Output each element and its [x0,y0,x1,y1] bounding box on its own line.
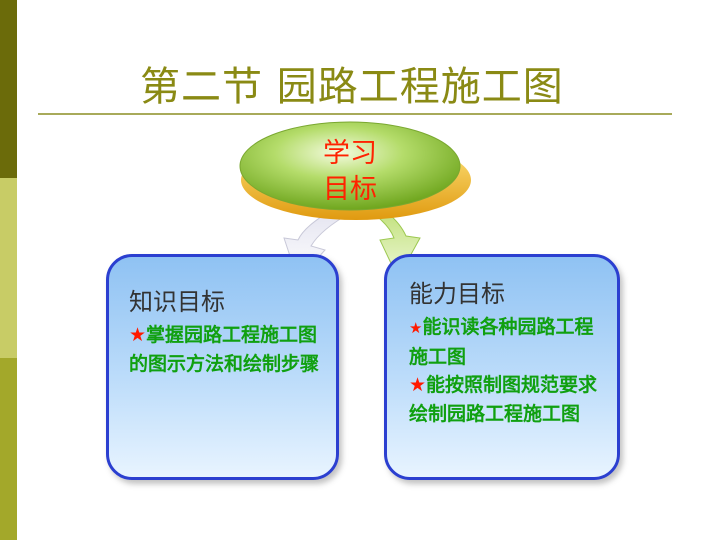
ability-goals-item: ★能识读各种园路工程施工图 [409,313,607,371]
sidebar-band-top [0,0,17,178]
star-icon: ★ [129,324,147,346]
sidebar-band-middle [0,178,17,358]
knowledge-goals-panel: 知识目标 ★掌握园路工程施工图的图示方法和绘制步骤 [106,254,339,480]
slide-title: 第二节 园路工程施工图 [140,64,564,110]
sidebar-band-bottom [0,358,17,540]
hub-label-line-2: 目标 [323,174,377,205]
ability-goals-item-text: 能识读各种园路工程施工图 [409,316,594,368]
ability-goals-panel: 能力目标 ★能识读各种园路工程施工图 ★能按照制图规范要求绘制园路工程施工图 [384,254,620,480]
hub-label: 学习 目标 [300,136,400,208]
hub-disc [239,121,461,211]
star-icon: ★ [409,374,427,396]
star-icon: ★ [409,319,423,337]
ability-goals-item: ★能按照制图规范要求绘制园路工程施工图 [409,371,607,428]
title-divider [38,113,672,115]
ability-goals-list: ★能识读各种园路工程施工图 ★能按照制图规范要求绘制园路工程施工图 [387,313,617,428]
ability-goals-title: 能力目标 [409,280,505,308]
knowledge-goals-item-text: 掌握园路工程施工图的图示方法和绘制步骤 [129,324,320,375]
hub-label-line-1: 学习 [323,138,377,169]
knowledge-goals-title: 知识目标 [129,288,225,316]
knowledge-goals-item: ★掌握园路工程施工图的图示方法和绘制步骤 [109,321,336,378]
ability-goals-item-text: 能按照制图规范要求绘制园路工程施工图 [409,374,598,425]
